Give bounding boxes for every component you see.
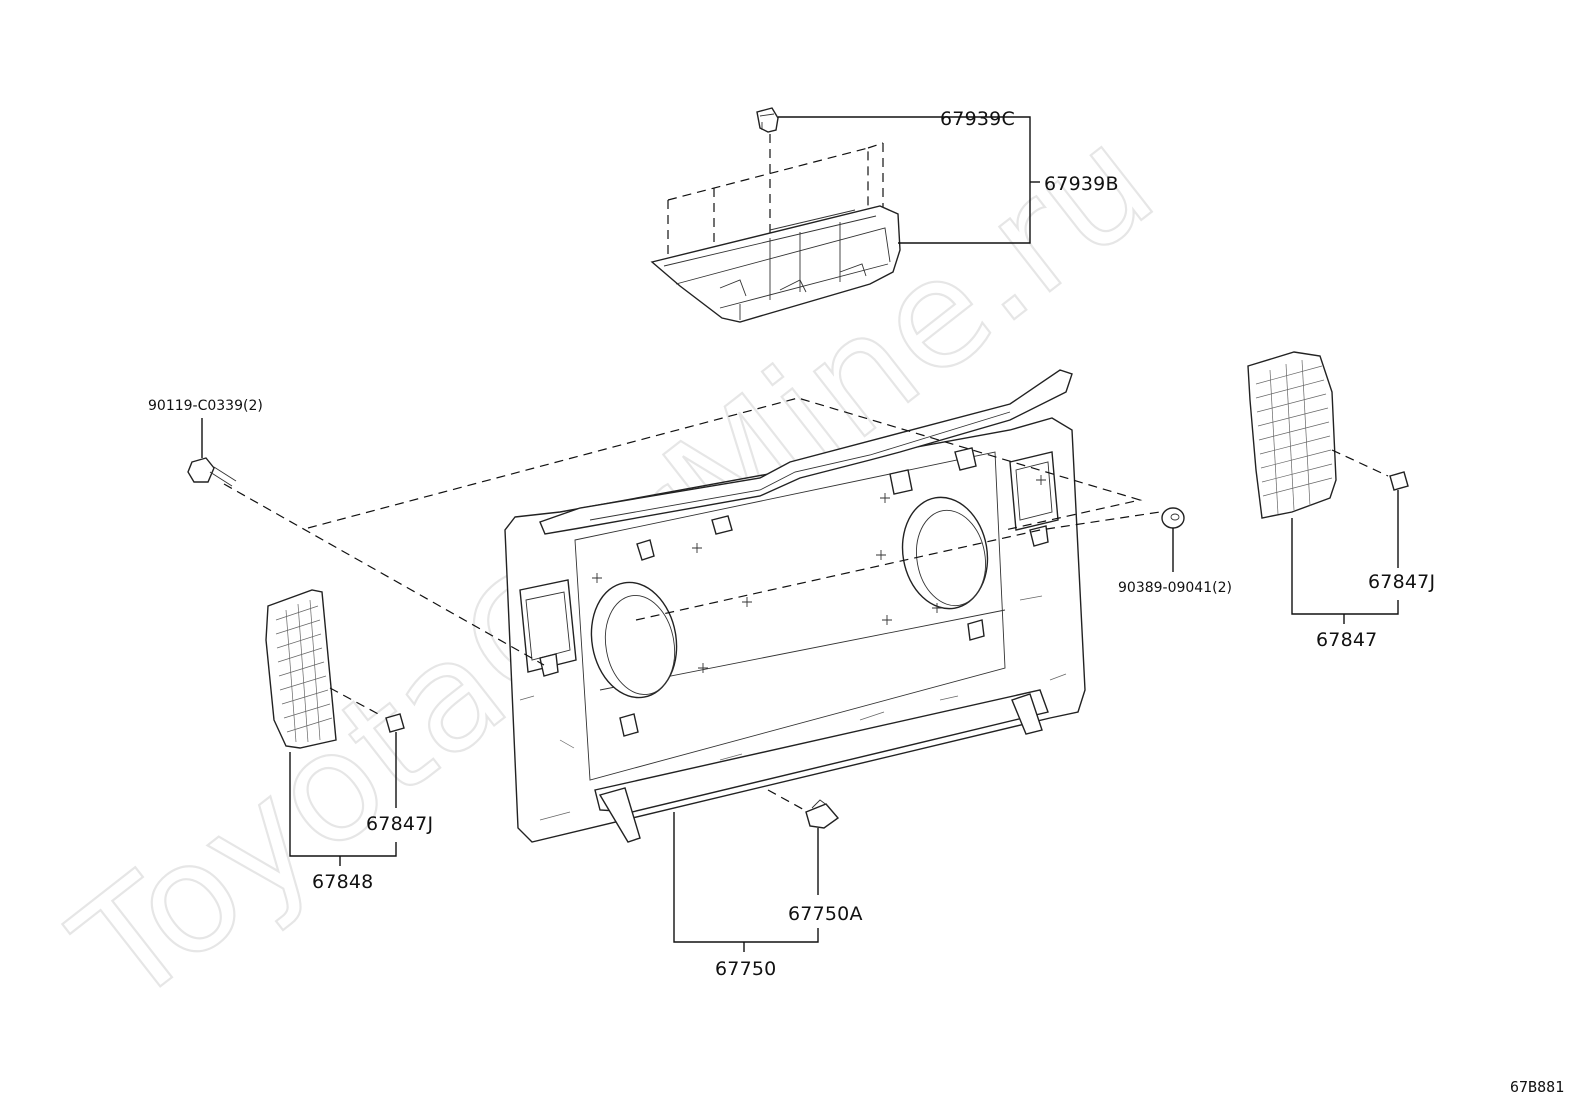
callout-67750: 67750 [715,958,776,980]
clip-67750A [805,799,840,829]
callout-67848: 67848 [312,871,373,893]
clip-67847J-left [385,713,405,733]
part-67750-back-door-trim [504,369,1086,843]
leader-67939B [898,116,1031,244]
clip-67847J-right [1389,471,1409,491]
callout-90119-C0339: 90119-C0339(2) [148,398,263,414]
leader-67750 [673,812,819,943]
callout-67847J-right: 67847J [1368,571,1435,593]
leader-67848 [289,752,397,857]
clip-67939C [756,107,779,133]
drawing-code: 67B881 [1510,1078,1564,1096]
part-67847-grille-right [1247,351,1337,519]
grommet-90389-09041 [1161,507,1185,529]
callout-67847J-left: 67847J [366,813,433,835]
bolt-90119-C0339 [187,457,237,487]
part-67848-grille-left [265,589,337,749]
callout-67939C: 67939C [940,108,1015,130]
leader-67847 [1291,518,1399,615]
callout-90389-09041: 90389-09041(2) [1118,580,1232,596]
callout-67750A: 67750A [788,903,863,925]
callout-67939B: 67939B [1044,173,1119,195]
part-67939B-cover [650,107,901,323]
callout-67847: 67847 [1316,629,1377,651]
